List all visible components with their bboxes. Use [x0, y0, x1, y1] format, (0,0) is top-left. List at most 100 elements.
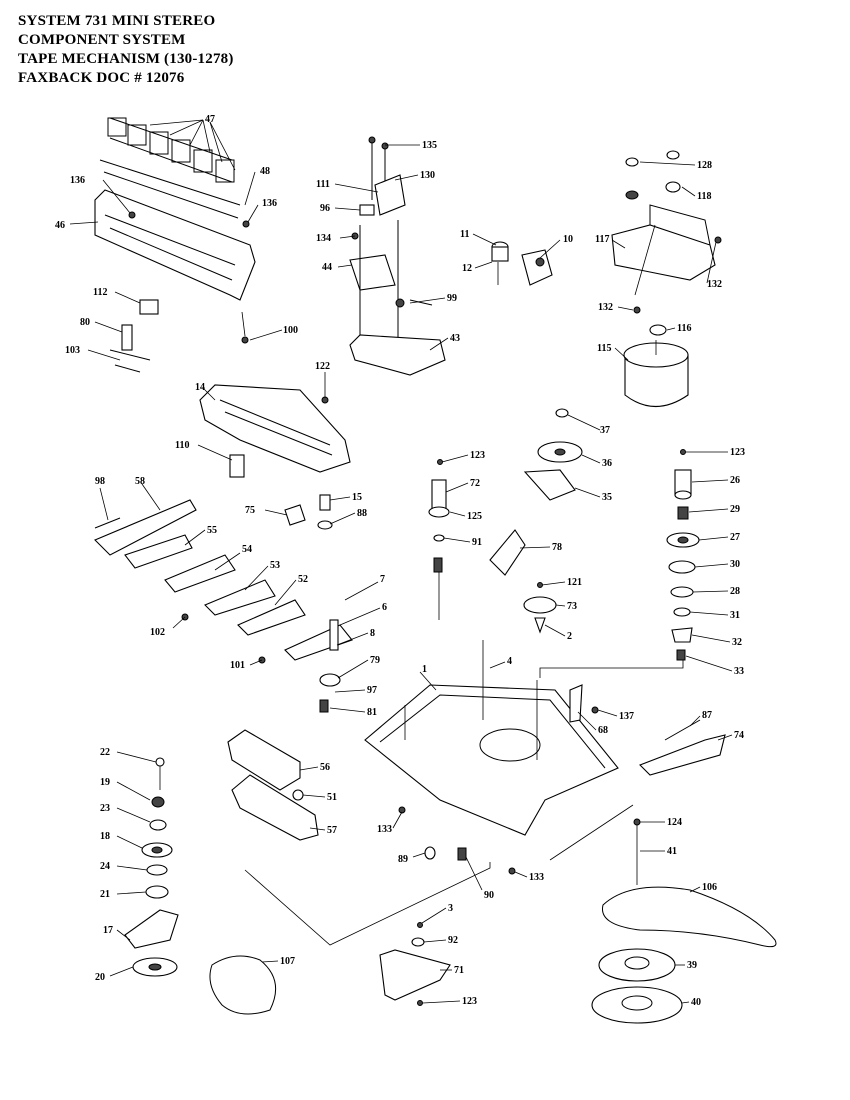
callout-112: 112: [93, 287, 107, 298]
callout-39: 39: [687, 960, 697, 971]
callout-35: 35: [602, 492, 612, 503]
callout-106: 106: [702, 882, 717, 893]
callout-71: 71: [454, 965, 464, 976]
callout-7: 7: [380, 574, 385, 585]
callout-97: 97: [367, 685, 377, 696]
lower-lever-drawing: [379, 846, 467, 1006]
callout-123-left: 123: [470, 450, 485, 461]
motor-assembly-drawing: [611, 150, 722, 407]
callout-19: 19: [100, 777, 110, 788]
callout-21: 21: [100, 889, 110, 900]
right-gear-stack-drawing: [539, 449, 700, 678]
callout-labels: 47 48 136 136 46 135 130 111 96 134 44 9…: [55, 114, 745, 1008]
belts-flywheels-drawing: [209, 804, 777, 1024]
callout-18: 18: [100, 831, 110, 842]
callout-48: 48: [260, 166, 270, 177]
callout-47: 47: [205, 114, 215, 125]
pinch-roller-drawing: [491, 241, 553, 286]
callout-125: 125: [467, 511, 482, 522]
header-line-3: TAPE MECHANISM (130-1278): [18, 51, 234, 67]
callout-12: 12: [462, 263, 472, 274]
callout-40: 40: [691, 997, 701, 1008]
head-assembly-drawing: [94, 117, 256, 301]
callout-26: 26: [730, 475, 740, 486]
callout-33: 33: [734, 666, 744, 677]
lever-plate-drawing: [199, 336, 351, 478]
callout-1: 1: [422, 664, 427, 675]
leader-lines: [69, 119, 733, 1004]
callout-78: 78: [552, 542, 562, 553]
callout-73: 73: [567, 601, 577, 612]
callout-132-left: 132: [598, 302, 613, 313]
callout-123-right: 123: [730, 447, 745, 458]
left-lever-drawing: [109, 299, 159, 373]
callout-3: 3: [448, 903, 453, 914]
callout-81: 81: [367, 707, 377, 718]
callout-87: 87: [702, 710, 712, 721]
callout-75: 75: [245, 505, 255, 516]
left-gear-stack-drawing: [124, 757, 179, 977]
header-line-2: COMPONENT SYSTEM: [18, 32, 186, 48]
reel-parts-drawing: [489, 408, 583, 634]
callout-31: 31: [730, 610, 740, 621]
callout-92: 92: [448, 935, 458, 946]
callout-68: 68: [598, 725, 608, 736]
callout-14: 14: [195, 382, 205, 393]
callout-6: 6: [382, 602, 387, 613]
callout-37: 37: [600, 425, 610, 436]
callout-132-right: 132: [707, 279, 722, 290]
callout-124: 124: [667, 817, 682, 828]
callout-107: 107: [280, 956, 295, 967]
callout-135: 135: [422, 140, 437, 151]
callout-54: 54: [242, 544, 252, 555]
callout-55: 55: [207, 525, 217, 536]
slide-plates-drawing: [94, 499, 353, 664]
callout-136-right: 136: [262, 198, 277, 209]
callout-36: 36: [602, 458, 612, 469]
callout-79: 79: [370, 655, 380, 666]
spindle-left-drawing: [428, 459, 450, 620]
callout-43: 43: [450, 333, 460, 344]
callout-89: 89: [398, 854, 408, 865]
callout-8: 8: [370, 628, 375, 639]
callout-24: 24: [100, 861, 110, 872]
callout-121: 121: [567, 577, 582, 588]
callout-46: 46: [55, 220, 65, 231]
callout-56: 56: [320, 762, 330, 773]
callout-28: 28: [730, 586, 740, 597]
callout-53: 53: [270, 560, 280, 571]
callout-44: 44: [322, 262, 332, 273]
callout-111: 111: [316, 179, 330, 190]
callout-58: 58: [135, 476, 145, 487]
callout-20: 20: [95, 972, 105, 983]
callout-10: 10: [563, 234, 573, 245]
callout-128: 128: [697, 160, 712, 171]
lower-plates-drawing: [227, 729, 319, 841]
right-lever-drawing: [639, 719, 726, 776]
callout-118: 118: [697, 191, 711, 202]
callout-116: 116: [677, 323, 691, 334]
callout-22: 22: [100, 747, 110, 758]
callout-11: 11: [460, 229, 469, 240]
document-header: SYSTEM 731 MINI STEREO COMPONENT SYSTEM …: [18, 12, 234, 88]
callout-136-top: 136: [70, 175, 85, 186]
callout-90: 90: [484, 890, 494, 901]
callout-2: 2: [567, 631, 572, 642]
callout-110: 110: [175, 440, 189, 451]
callout-100: 100: [283, 325, 298, 336]
callout-134: 134: [316, 233, 331, 244]
callout-32: 32: [732, 637, 742, 648]
callout-98: 98: [95, 476, 105, 487]
header-line-4: FAXBACK DOC # 12076: [18, 70, 185, 86]
callout-137: 137: [619, 711, 634, 722]
callout-15: 15: [352, 492, 362, 503]
callout-17: 17: [103, 925, 113, 936]
callout-103: 103: [65, 345, 80, 356]
header-line-1: SYSTEM 731 MINI STEREO: [18, 13, 216, 29]
callout-115: 115: [597, 343, 611, 354]
callout-88: 88: [357, 508, 367, 519]
callout-4: 4: [507, 656, 512, 667]
main-chassis-drawing: [364, 640, 619, 875]
solenoid-bracket-drawing: [349, 136, 446, 376]
